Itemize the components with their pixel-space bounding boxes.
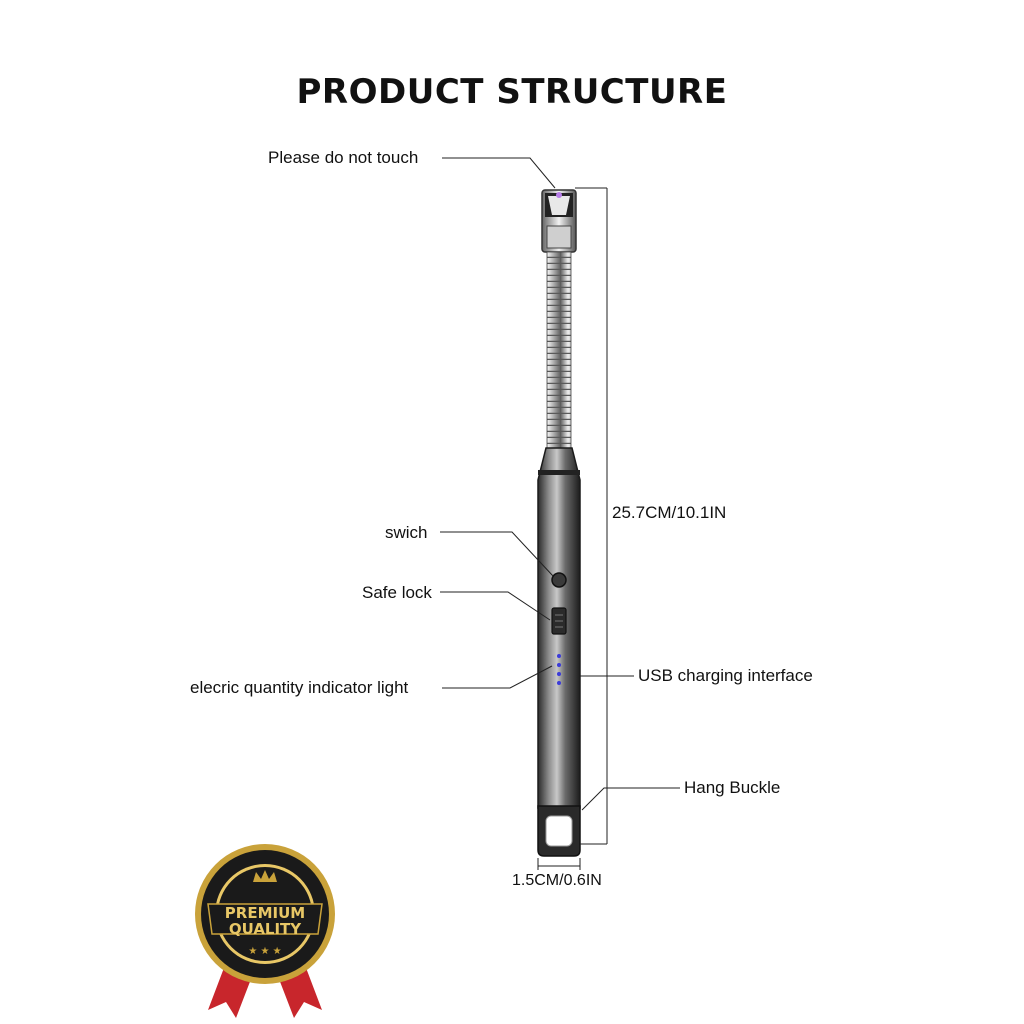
switch-button [551, 572, 567, 588]
ignition-head [541, 189, 577, 253]
label-safe-lock: Safe lock [362, 583, 432, 602]
label-indicator-light: elecric quantity indicator light [190, 678, 409, 697]
electric-arc-icon [556, 192, 562, 198]
crown-icon [253, 870, 277, 882]
hang-buckle [537, 805, 581, 857]
lighter-body [537, 447, 581, 857]
flexible-neck [546, 251, 572, 449]
dimension-width: 1.5CM/0.6IN [512, 872, 602, 889]
seal-line2: QUALITY [229, 920, 302, 938]
label-hang-buckle: Hang Buckle [684, 778, 781, 797]
label-switch: swich [385, 523, 428, 542]
label-usb-charging: USB charging interface [638, 666, 813, 685]
seal-line1: PREMIUM [225, 904, 305, 922]
stars-icon: ★ ★ ★ [248, 946, 281, 957]
leader-lines [440, 157, 680, 870]
label-please-do-not-touch: Please do not touch [268, 148, 419, 167]
indicator-lights [557, 654, 561, 685]
page-title: PRODUCT STRUCTURE [296, 72, 728, 112]
dimension-length: 25.7CM/10.1IN [612, 503, 727, 522]
premium-quality-seal-icon: PREMIUM QUALITY ★ ★ ★ [195, 844, 335, 1018]
